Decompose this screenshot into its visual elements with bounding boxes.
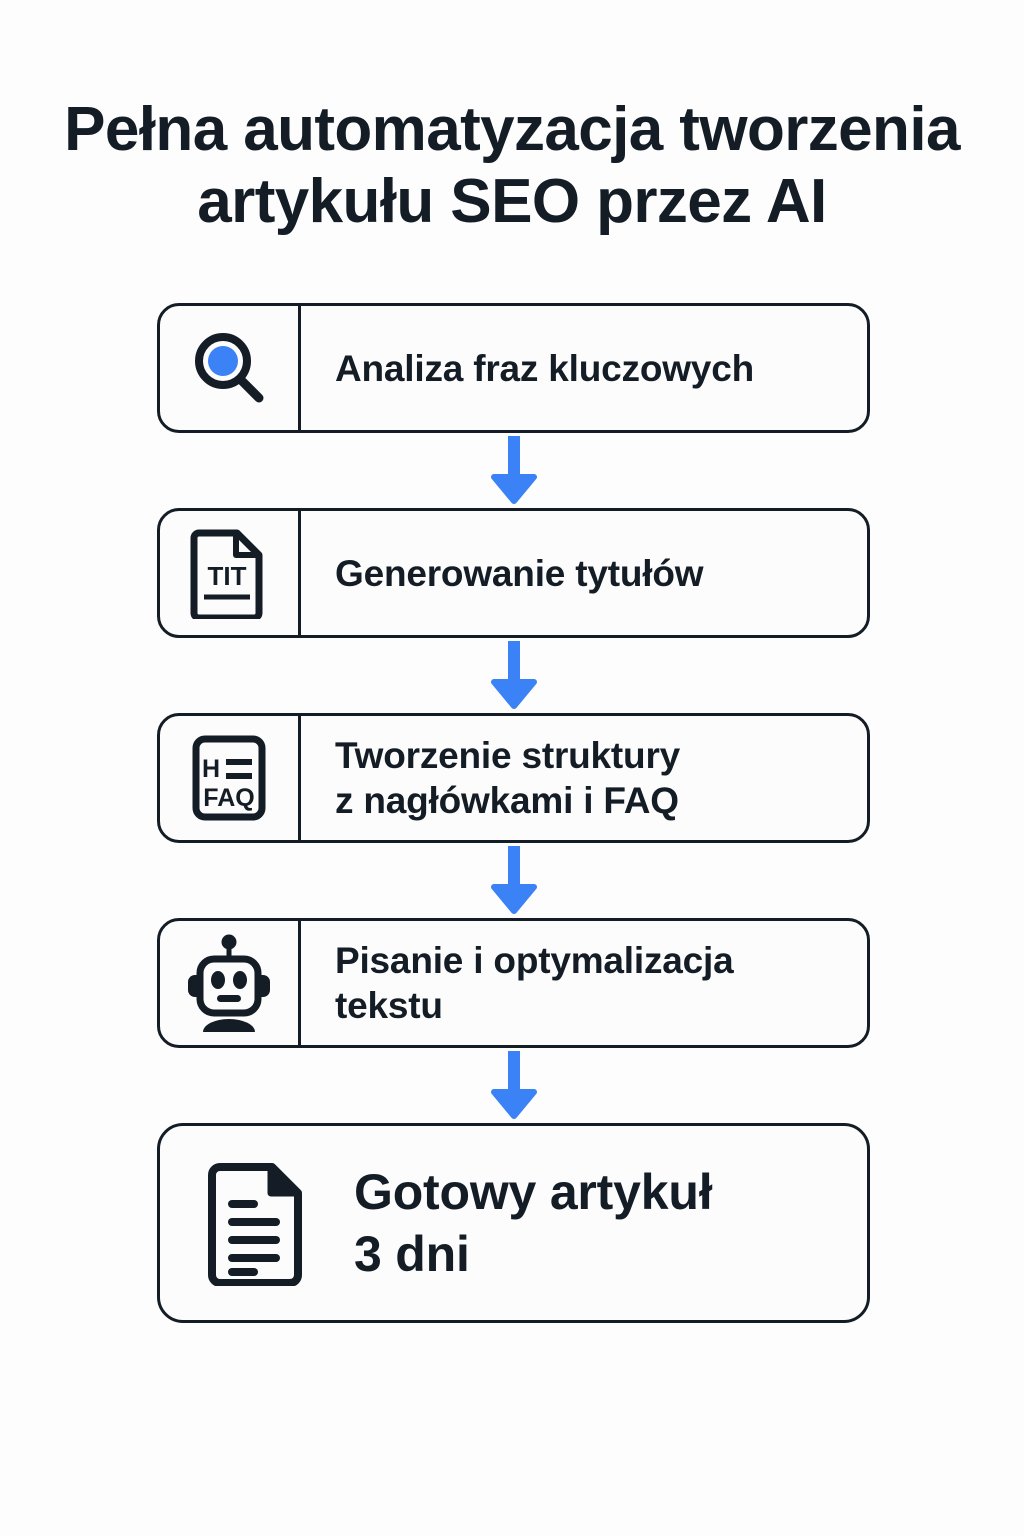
heading-faq-icon: H FAQ <box>186 732 272 824</box>
article-document-icon <box>206 1160 310 1286</box>
flow-step-card[interactable]: Analiza fraz kluczowych <box>157 303 870 433</box>
flow-step-card[interactable]: H FAQ Tworzenie struktury z nagłówkami i… <box>157 713 870 843</box>
result-label-cell: Gotowy artykuł 3 dni <box>332 1126 867 1320</box>
step-label-cell: Generowanie tytułów <box>301 511 867 635</box>
step-label-cell: Tworzenie struktury z nagłówkami i FAQ <box>301 716 867 840</box>
flow-step-card[interactable]: Pisanie i optymalizacja tekstu <box>157 918 870 1048</box>
result-label-line1: Gotowy artykuł <box>354 1164 713 1220</box>
step-label-cell: Pisanie i optymalizacja tekstu <box>301 921 867 1045</box>
flow-connector <box>157 433 870 508</box>
arrow-down-icon <box>486 640 542 711</box>
result-label: Gotowy artykuł 3 dni <box>354 1161 713 1285</box>
title-document-icon: TIT <box>188 527 270 619</box>
title-document-icon-text: TIT <box>208 561 247 591</box>
step-label-line2: z nagłówkami i FAQ <box>335 780 679 821</box>
step-label: Pisanie i optymalizacja tekstu <box>335 938 734 1028</box>
flow-connector <box>157 638 870 713</box>
flow-step-card[interactable]: TIT Generowanie tytułów <box>157 508 870 638</box>
arrow-down-icon <box>486 1050 542 1121</box>
step-icon-cell: H FAQ <box>160 716 301 840</box>
step-label-line1: Pisanie i optymalizacja <box>335 940 734 981</box>
result-label-line2: 3 dni <box>354 1226 470 1282</box>
heading-letter-text: H <box>202 755 220 783</box>
step-label: Analiza fraz kluczowych <box>335 346 754 391</box>
result-icon-cell <box>160 1126 332 1320</box>
flow-result-card[interactable]: Gotowy artykuł 3 dni <box>157 1123 870 1323</box>
robot-icon <box>181 933 277 1033</box>
step-label-line1: Tworzenie struktury <box>335 735 681 776</box>
flow-connector <box>157 1048 870 1123</box>
magnifier-icon <box>186 325 272 411</box>
arrow-down-icon <box>486 845 542 916</box>
step-icon-cell <box>160 921 301 1045</box>
step-label-line2: tekstu <box>335 985 443 1026</box>
step-icon-cell: TIT <box>160 511 301 635</box>
step-label-cell: Analiza fraz kluczowych <box>301 306 867 430</box>
arrow-down-icon <box>486 435 542 506</box>
step-icon-cell <box>160 306 301 430</box>
flow-diagram: Analiza fraz kluczowych TIT <box>157 303 870 1323</box>
step-label: Generowanie tytułów <box>335 551 704 596</box>
page-title: Pełna automatyzacja tworzenia artykułu S… <box>64 94 960 236</box>
step-label: Tworzenie struktury z nagłówkami i FAQ <box>335 733 680 823</box>
faq-letters-text: FAQ <box>203 784 254 812</box>
step-label-line1: Generowanie tytułów <box>335 552 704 594</box>
step-label-line1: Analiza fraz kluczowych <box>335 347 754 389</box>
flow-connector <box>157 843 870 918</box>
